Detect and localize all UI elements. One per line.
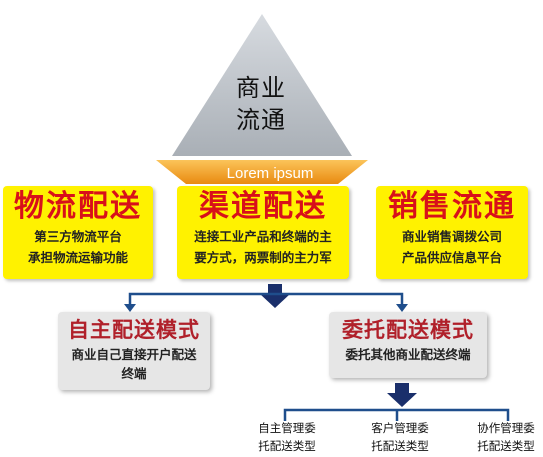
leaf-customer-managed-line1: 客户管理委 bbox=[371, 421, 429, 435]
leaf-collab-managed-line1: 协作管理委 bbox=[477, 421, 535, 435]
channel-title: 渠道配送 bbox=[199, 189, 327, 224]
sales-desc-2: 产品供应信息平台 bbox=[401, 250, 502, 265]
down-arrow-2 bbox=[387, 383, 417, 407]
leaf-customer-managed-line2: 托配送类型 bbox=[371, 439, 429, 453]
leaf-collab-managed-line2: 托配送类型 bbox=[477, 439, 535, 453]
leaf-collab-managed: 协作管理委 托配送类型 bbox=[470, 419, 542, 455]
banner-label: Lorem ipsum bbox=[226, 165, 314, 182]
logistics-desc-1: 第三方物流平台 bbox=[34, 229, 122, 244]
self-delivery-title: 自主配送模式 bbox=[68, 317, 200, 342]
logistics-desc-2: 承担物流运输功能 bbox=[27, 250, 128, 265]
self-delivery-desc-2: 终端 bbox=[121, 366, 147, 381]
sales-box: 销售流通 商业销售调拨公司 产品供应信息平台 bbox=[376, 186, 528, 279]
branch-arrowhead-right bbox=[396, 304, 408, 312]
down-arrow-1 bbox=[260, 284, 290, 308]
entrusted-delivery-box: 委托配送模式 委托其他商业配送终端 bbox=[329, 312, 487, 378]
logistics-title: 物流配送 bbox=[14, 189, 142, 224]
leaf-self-managed-line1: 自主管理委 bbox=[258, 421, 316, 435]
channel-desc-2: 要方式，两票制的主力军 bbox=[194, 250, 332, 265]
sales-desc-1: 商业销售调拨公司 bbox=[401, 229, 502, 244]
entrusted-delivery-desc: 委托其他商业配送终端 bbox=[345, 347, 471, 362]
branch-arrowhead-left bbox=[124, 304, 136, 312]
leaf-customer-managed: 客户管理委 托配送类型 bbox=[355, 419, 445, 455]
logistics-box: 物流配送 第三方物流平台 承担物流运输功能 bbox=[3, 186, 153, 279]
leaf-self-managed: 自主管理委 托配送类型 bbox=[248, 419, 326, 455]
entrusted-delivery-title: 委托配送模式 bbox=[342, 317, 474, 342]
channel-box: 渠道配送 连接工业产品和终端的主 要方式，两票制的主力军 bbox=[177, 186, 349, 279]
self-delivery-box: 自主配送模式 商业自己直接开户配送 终端 bbox=[58, 312, 210, 390]
triangle-label-line1: 商业 bbox=[236, 74, 286, 102]
triangle-label-line2: 流通 bbox=[236, 106, 286, 134]
channel-desc-1: 连接工业产品和终端的主 bbox=[194, 229, 332, 244]
self-delivery-desc-1: 商业自己直接开户配送 bbox=[71, 347, 197, 362]
sales-title: 销售流通 bbox=[388, 189, 516, 224]
leaf-self-managed-line2: 托配送类型 bbox=[258, 439, 316, 453]
